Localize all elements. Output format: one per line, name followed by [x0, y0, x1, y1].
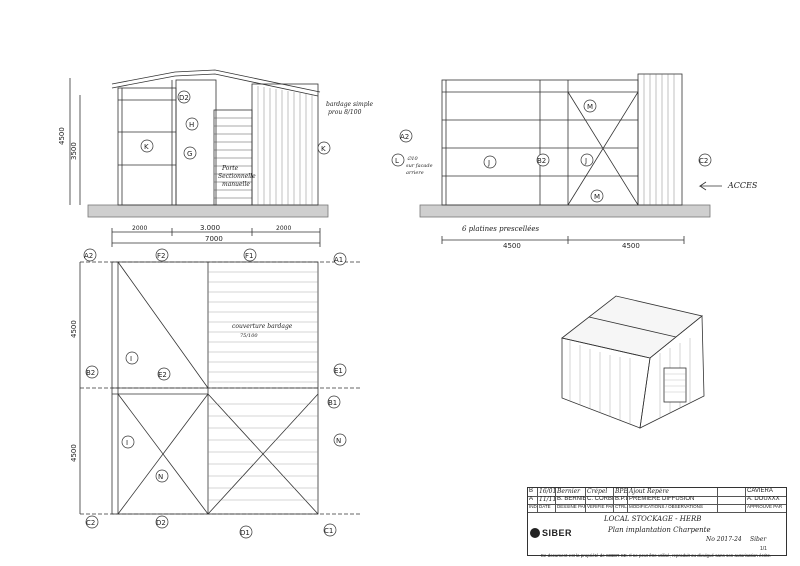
tag-E1: E1	[334, 367, 343, 375]
rev-index: B	[528, 488, 538, 496]
note-porte-2: Sectionnelle	[218, 173, 256, 180]
plan-tags	[83, 248, 347, 539]
project-name: LOCAL STOCKAGE - HERB	[604, 515, 702, 523]
tag-I-bottom: I	[126, 439, 128, 447]
tag-D1: D1	[240, 529, 250, 537]
note-acces: ACCES	[727, 181, 758, 190]
front-elevation	[69, 69, 329, 247]
rev-checker: Crépel	[586, 488, 614, 496]
note-l-2: sur facade	[406, 163, 433, 169]
tag-N-left: N	[158, 473, 163, 481]
drawing-subject: Plan implantation Charpente	[608, 526, 711, 534]
company-logo: SIBER	[530, 525, 574, 541]
tag-C2-side: C2	[699, 157, 708, 165]
dim-front-bottom-total: 7000	[205, 235, 223, 243]
dim-plan-top: 4500	[70, 320, 78, 338]
ownership-footer: Ce document est la propriété de SIBER SE…	[540, 553, 772, 558]
hdr-modif: MODIFICATIONS / OBSERVATIONS	[628, 504, 718, 512]
dim-front-bottom-right: 2000	[276, 225, 291, 232]
tag-M-top: M	[587, 103, 593, 111]
dim-plan-bottom: 4500	[70, 444, 78, 462]
tag-B2-plan: B2	[86, 369, 95, 377]
drawing-scale: 1/1	[760, 546, 767, 552]
dim-side-right: 4500	[622, 242, 640, 250]
note-porte-1: Porte	[221, 165, 239, 172]
tag-F1: F1	[245, 252, 253, 260]
hdr-checker: VERIFIE PAR	[586, 504, 614, 512]
tag-J-right: J	[584, 157, 587, 165]
tag-C1: C1	[324, 527, 333, 535]
rev-date: 11/11/16	[539, 496, 556, 504]
tag-C2-plan: C2	[86, 519, 95, 527]
rev-index: A	[528, 496, 538, 504]
tag-K-left: K	[144, 143, 149, 151]
rev-ctrl: BPE	[615, 488, 628, 496]
note-platines: 6 platines prescellées	[462, 225, 539, 233]
side-elevation	[419, 73, 722, 244]
rev-author: B. BERNIER	[556, 496, 586, 504]
tag-A2-side: A2	[400, 133, 409, 141]
tag-D2-front: D2	[179, 94, 189, 102]
tag-I-top: I	[130, 355, 132, 363]
rev-ctrl: B.P.D	[614, 496, 628, 504]
note-bardage-sub: prou 8/100	[328, 109, 362, 116]
tag-E2: E2	[158, 371, 167, 379]
isometric-view	[561, 295, 705, 429]
rev-author: Bernier	[556, 488, 586, 496]
rev-modif: PREMIERE DIFFUSION	[628, 496, 718, 504]
title-block: B 16/01/16 Bernier Crépel BPE Ajout Repè…	[527, 487, 787, 556]
plan-view	[79, 261, 360, 515]
hdr-ctrl: CTRLE	[614, 504, 628, 512]
tag-A2-plan: A2	[84, 252, 93, 260]
note-l-1: ∅10	[407, 156, 419, 162]
front-tags	[140, 90, 331, 160]
note-porte-3: manuelle	[222, 181, 250, 188]
drawing-ref: No 2017-24	[706, 536, 742, 543]
hdr-index: INDICE	[528, 504, 538, 512]
dim-side-left: 4500	[503, 242, 521, 250]
dim-front-height-total: 4500	[58, 127, 66, 145]
hdr-approver: APPROUVE PAR	[747, 504, 783, 509]
revision-row-a: A 11/11/16 B. BERNIER C. CORBEIL B.P.D P…	[528, 496, 786, 505]
tag-H: H	[189, 121, 194, 129]
tag-D2-plan: D2	[156, 519, 166, 527]
note-couverture: couverture bardage	[232, 323, 293, 330]
revision-header-row: INDICE DATE DESSINE PAR VERIFIE PAR CTRL…	[528, 504, 786, 513]
tag-A1: A1	[334, 256, 343, 264]
note-bardage: bardage simple	[326, 101, 373, 108]
note-l-3: arriere	[406, 170, 424, 176]
tag-B2-side: B2	[537, 157, 546, 165]
dim-front-bottom-mid: 3.000	[200, 224, 220, 232]
logo-icon	[530, 528, 540, 538]
tag-F2: F2	[157, 252, 165, 260]
dim-front-bottom-left: 2000	[132, 225, 147, 232]
dim-front-height-side: 3500	[70, 142, 78, 160]
hdr-obs	[718, 504, 746, 512]
note-couverture-sub: 75/100	[240, 333, 258, 339]
tag-B1: B1	[328, 399, 337, 407]
rev-approver: CAVIERA	[747, 488, 773, 494]
tag-N-right: N	[336, 437, 341, 445]
side-tags	[391, 99, 712, 203]
tag-M-bottom: M	[594, 193, 600, 201]
rev-obs	[718, 488, 746, 496]
revision-row-b: B 16/01/16 Bernier Crépel BPE Ajout Repè…	[528, 488, 786, 497]
hdr-author: DESSINE PAR	[556, 504, 586, 512]
rev-checker: C. CORBEIL	[587, 496, 614, 504]
company-name: SIBER	[542, 528, 573, 538]
tag-J-left: J	[487, 159, 490, 167]
tag-L: L	[395, 157, 399, 165]
hdr-date: DATE	[538, 504, 556, 512]
tag-K-right: K	[321, 145, 326, 153]
rev-modif: Ajout Repère	[628, 488, 718, 496]
rev-obs	[718, 496, 746, 504]
tag-G: G	[187, 150, 192, 158]
rev-approver: A. DOUXXX	[747, 496, 780, 502]
rev-date: 16/01/16	[539, 488, 556, 496]
client-name: Siber	[750, 536, 767, 543]
